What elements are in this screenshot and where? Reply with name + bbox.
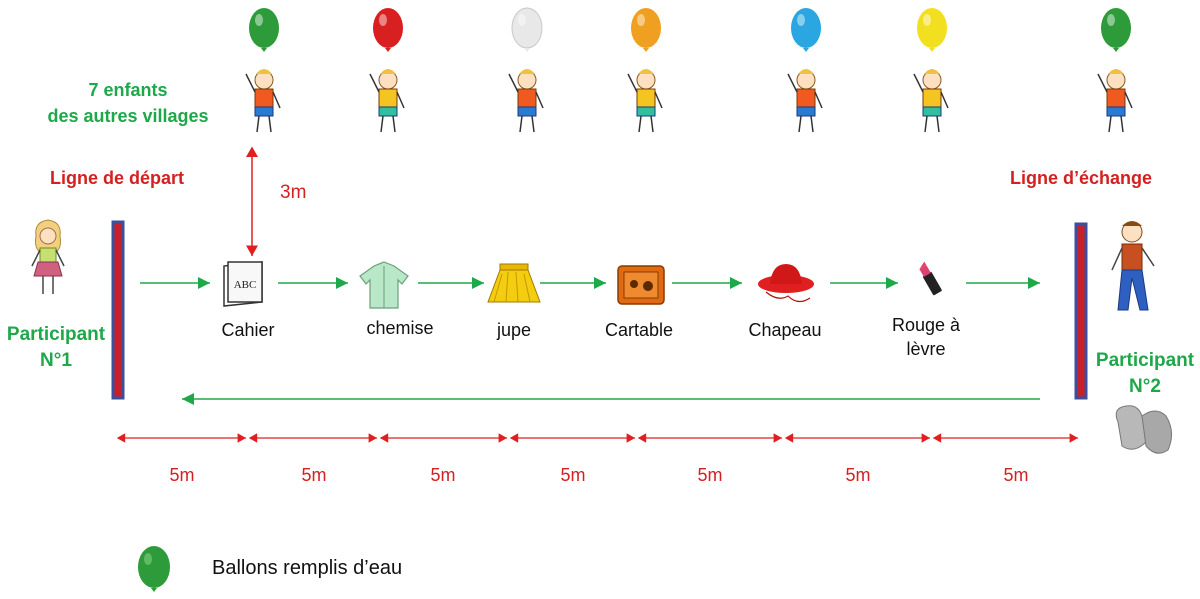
- balloon-icon: [631, 8, 661, 52]
- item-label-cartable: Cartable: [604, 320, 674, 340]
- participant-2-label: Participant N°2: [1095, 350, 1195, 397]
- child-figure: [508, 69, 544, 133]
- item-label-jupe: jupe: [496, 320, 532, 340]
- balloon-row: [249, 7, 1131, 52]
- shirt-icon: [359, 261, 409, 309]
- distance-label-3: 5m: [430, 465, 456, 485]
- oven-gloves-icon: [1115, 405, 1172, 454]
- balloon-icon: [511, 7, 543, 52]
- balloon-icon: [249, 8, 279, 52]
- item-label-cahier: Cahier: [221, 320, 275, 340]
- start-line-post: [111, 220, 125, 400]
- lipstick-icon: [919, 261, 942, 296]
- balloon-icon: [1101, 8, 1131, 52]
- hat-icon: [758, 264, 814, 303]
- svg-text:ABC: ABC: [234, 279, 257, 291]
- item-label-chemise: chemise: [366, 318, 434, 338]
- participant-2-figure: [1111, 221, 1155, 311]
- child-figure: [913, 69, 949, 133]
- item-label-rouge-a-levre: Rouge à lèvre: [891, 315, 961, 359]
- exchange-line-post: [1074, 222, 1088, 400]
- balloon-icon: [373, 8, 403, 52]
- distance-label-5: 5m: [697, 465, 723, 485]
- balloon-icon: [791, 8, 821, 52]
- participant-1-label: Participant N°1: [6, 324, 106, 371]
- distance-label-1: 5m: [169, 465, 195, 485]
- child-figure: [627, 69, 663, 133]
- item-label-chapeau: Chapeau: [748, 320, 822, 340]
- children-label: 7 enfants des autres villages: [47, 80, 209, 126]
- schoolbag-icon: [617, 265, 665, 305]
- balloon-icon: [917, 8, 947, 52]
- vertical-distance-label: 3m: [280, 182, 307, 203]
- distance-label-6: 5m: [845, 465, 871, 485]
- participant-1-figure: [31, 219, 65, 294]
- child-figure: [787, 69, 823, 133]
- notebook-icon: ABC: [223, 261, 263, 307]
- children-row: [245, 69, 1133, 133]
- legend-label: Ballons remplis d’eau: [212, 557, 403, 579]
- exchange-line-label: Ligne d’échange: [1010, 168, 1153, 188]
- distance-label-7: 5m: [1003, 465, 1029, 485]
- child-figure: [1097, 69, 1133, 133]
- distance-label-4: 5m: [560, 465, 586, 485]
- skirt-icon: [487, 263, 541, 303]
- distance-label-2: 5m: [301, 465, 327, 485]
- child-figure: [369, 69, 405, 133]
- legend-balloon-icon: [138, 546, 170, 592]
- start-line-label: Ligne de départ: [50, 168, 185, 188]
- child-figure: [245, 69, 281, 133]
